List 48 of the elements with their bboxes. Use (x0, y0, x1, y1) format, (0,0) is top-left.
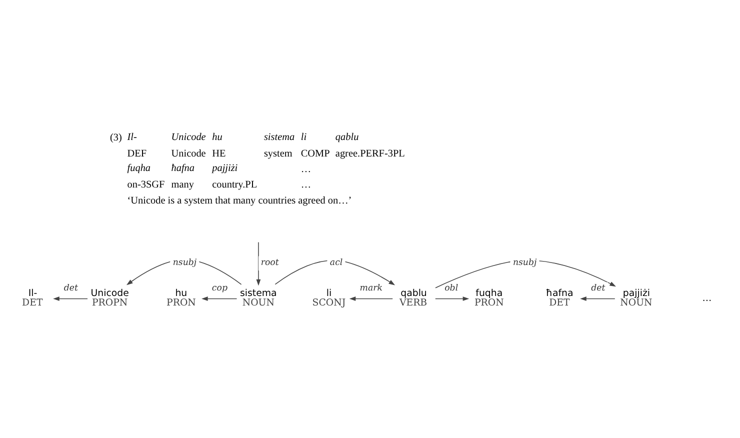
label: li (300, 131, 307, 142)
arrow (274, 259, 396, 285)
label: system (264, 148, 292, 159)
node-text: sistema NOUN (240, 288, 277, 308)
node-text: pajjiżi NOUN (620, 288, 652, 308)
label: pajjiżi (212, 162, 238, 174)
edge-label: cop (212, 283, 228, 294)
edge-label: nsubj (512, 257, 537, 268)
label: … (300, 179, 312, 190)
label: … (300, 164, 312, 175)
node-text: ħafna DET (546, 288, 574, 308)
edge-label: acl (330, 257, 343, 268)
label: sistema (264, 131, 295, 142)
label: (3) (110, 132, 122, 144)
edge-label: root (260, 257, 279, 268)
node-text: Unicode PROPN (90, 288, 129, 308)
edge-label: det (591, 283, 606, 294)
label: many (171, 179, 194, 190)
label: fuqha (127, 162, 151, 174)
node-text: qablu VERB (399, 288, 428, 308)
label: Unicode (171, 148, 206, 159)
label: Il- (127, 131, 137, 142)
label: Unicode (171, 131, 206, 142)
arrow (256, 241, 261, 286)
label: ħafna (171, 162, 195, 174)
edge-label: det (64, 283, 78, 294)
node-text: hu PRON (166, 288, 196, 308)
label: ‘Unicode is a system that many countries agreed on…’ (127, 194, 352, 206)
node-text: fuqha PRON (474, 288, 504, 308)
arrow (53, 296, 88, 300)
arrow (349, 296, 393, 300)
label: COMP (300, 148, 330, 159)
label: HE (212, 148, 226, 159)
node-text: li SCONJ (312, 288, 346, 308)
label: hu (212, 131, 222, 142)
arrow (202, 296, 238, 300)
label: qablu (335, 131, 359, 142)
label: … (702, 292, 712, 304)
label: on-3SGF (127, 179, 165, 190)
edge-label: obl (444, 283, 458, 294)
edge-label: nsubj (172, 257, 197, 268)
label: agree.PERF-3PL (335, 148, 405, 159)
label: DEF (127, 148, 147, 159)
arrow (435, 296, 470, 300)
edge-label: mark (360, 283, 382, 294)
label: country.PL (212, 179, 258, 190)
node-text: Il- DET (22, 288, 43, 308)
arrow (580, 296, 616, 300)
